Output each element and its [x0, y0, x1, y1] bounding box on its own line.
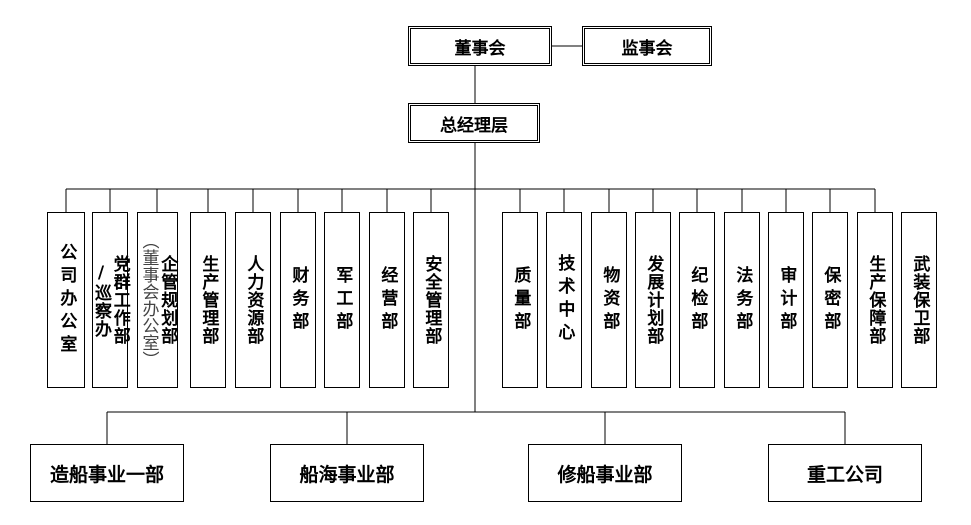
dept-tech-label: 技术中心 [554, 254, 575, 346]
dept-quality: 质量部 [502, 212, 538, 388]
dept-discipline-label: 纪检部 [687, 265, 708, 335]
dept-legal-label: 法务部 [732, 265, 753, 335]
dept-audit: 审计部 [768, 212, 804, 388]
dept-military-label: 军工部 [332, 265, 353, 335]
division-repair-label: 修船事业部 [557, 463, 653, 486]
dept-hr-label: 人力资源部 [243, 255, 264, 345]
division-marine: 船海事业部 [270, 444, 424, 502]
dept-board-office-label: （董事会办公室） [138, 232, 159, 368]
dept-support: 生产保障部 [857, 212, 893, 388]
dept-safety: 安全管理部 [413, 212, 449, 388]
board-box: 董事会 [408, 26, 552, 66]
dept-party-label-a: 党群工作部 [109, 255, 130, 345]
dept-planning: 企管规划部 （董事会办公室） [137, 212, 178, 388]
dept-audit-label: 审计部 [776, 265, 797, 335]
division-shipbuilding-label: 造船事业一部 [49, 463, 164, 486]
dept-support-label: 生产保障部 [865, 255, 886, 345]
dept-armed: 武装保卫部 [901, 212, 937, 388]
dept-armed-label: 武装保卫部 [909, 255, 930, 345]
dept-hr: 人力资源部 [235, 212, 271, 388]
dept-security-label: 保密部 [820, 265, 841, 335]
dept-safety-label: 安全管理部 [421, 255, 442, 345]
management-label: 总经理层 [440, 115, 508, 136]
dept-security: 保密部 [812, 212, 848, 388]
division-repair: 修船事业部 [528, 444, 682, 502]
dept-tech: 技术中心 [546, 212, 582, 388]
dept-development-label: 发展计划部 [643, 255, 664, 345]
division-heavy: 重工公司 [768, 444, 922, 502]
dept-party-label-b: /巡察办 [91, 262, 111, 338]
dept-materials-label: 物资部 [599, 265, 620, 335]
dept-quality-label: 质量部 [510, 265, 531, 335]
dept-office: 公司办公室 [47, 212, 85, 388]
division-heavy-label: 重工公司 [806, 463, 883, 486]
supervisors-box: 监事会 [582, 26, 712, 66]
dept-military: 军工部 [324, 212, 360, 388]
dept-finance-label: 财务部 [288, 265, 309, 335]
dept-legal: 法务部 [724, 212, 760, 388]
management-box: 总经理层 [408, 103, 540, 143]
supervisors-label: 监事会 [621, 38, 673, 59]
division-marine-label: 船海事业部 [299, 463, 395, 486]
dept-production-label: 生产管理部 [198, 255, 219, 345]
dept-operations-label: 经营部 [377, 265, 398, 335]
division-shipbuilding: 造船事业一部 [30, 444, 184, 502]
dept-production: 生产管理部 [190, 212, 226, 388]
dept-office-label: 公司办公室 [56, 242, 77, 358]
dept-materials: 物资部 [591, 212, 627, 388]
board-label: 董事会 [454, 38, 506, 59]
dept-operations: 经营部 [369, 212, 405, 388]
dept-discipline: 纪检部 [679, 212, 715, 388]
dept-finance: 财务部 [280, 212, 316, 388]
dept-party: 党群工作部 /巡察办 [91, 212, 130, 388]
dept-planning-label: 企管规划部 [157, 255, 178, 345]
dept-development: 发展计划部 [635, 212, 671, 388]
